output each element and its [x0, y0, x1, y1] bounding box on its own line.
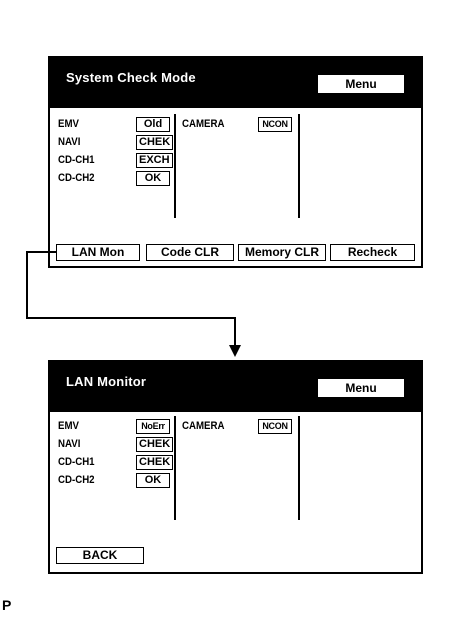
title-bar: LAN Monitor Menu: [50, 362, 421, 412]
device-status-emv: NoErr: [136, 419, 170, 434]
recheck-button[interactable]: Recheck: [330, 244, 415, 261]
device-label-emv: EMV: [58, 420, 79, 432]
device-status-cd-ch2: OK: [136, 171, 170, 186]
code-clr-button[interactable]: Code CLR: [146, 244, 234, 261]
column-divider: [174, 416, 176, 520]
screen-title: LAN Monitor: [66, 374, 147, 389]
column-divider: [298, 114, 300, 218]
flow-arrow-head: [229, 345, 241, 357]
system-check-mode-screen: System Check Mode Menu EMV Old NAVI CHEK…: [48, 56, 423, 268]
device-label-cd-ch1: CD-CH1: [58, 154, 95, 166]
device-label-navi: NAVI: [58, 136, 81, 148]
flow-connector-segment: [234, 317, 236, 347]
lan-monitor-screen: LAN Monitor Menu EMV NoErr NAVI CHEK CD-…: [48, 360, 423, 574]
memory-clr-button[interactable]: Memory CLR: [238, 244, 326, 261]
device-label-cd-ch2: CD-CH2: [58, 172, 95, 184]
title-bar: System Check Mode Menu: [50, 58, 421, 108]
device-status-camera: NCON: [258, 419, 292, 434]
device-status-emv: Old: [136, 117, 170, 132]
device-status-cd-ch1: CHEK: [136, 455, 174, 470]
device-status-navi: CHEK: [136, 437, 174, 452]
device-label-camera: CAMERA: [182, 420, 225, 432]
device-status-cd-ch2: OK: [136, 473, 170, 488]
device-status-camera: NCON: [258, 117, 292, 132]
device-status-cd-ch1: EXCH: [136, 153, 173, 168]
device-status-navi: CHEK: [136, 135, 174, 150]
column-divider: [298, 416, 300, 520]
device-label-cd-ch2: CD-CH2: [58, 474, 95, 486]
corner-mark: P: [2, 597, 12, 613]
flow-connector-segment: [26, 317, 236, 319]
flow-connector-segment: [26, 251, 28, 319]
device-label-navi: NAVI: [58, 438, 81, 450]
screen-title: System Check Mode: [66, 70, 196, 85]
device-label-camera: CAMERA: [182, 118, 225, 130]
device-label-emv: EMV: [58, 118, 79, 130]
column-divider: [174, 114, 176, 218]
menu-button[interactable]: Menu: [317, 74, 405, 94]
lan-mon-button[interactable]: LAN Mon: [56, 244, 140, 261]
back-button[interactable]: BACK: [56, 547, 144, 564]
flow-connector-segment: [26, 251, 56, 253]
device-label-cd-ch1: CD-CH1: [58, 456, 95, 468]
menu-button[interactable]: Menu: [317, 378, 405, 398]
